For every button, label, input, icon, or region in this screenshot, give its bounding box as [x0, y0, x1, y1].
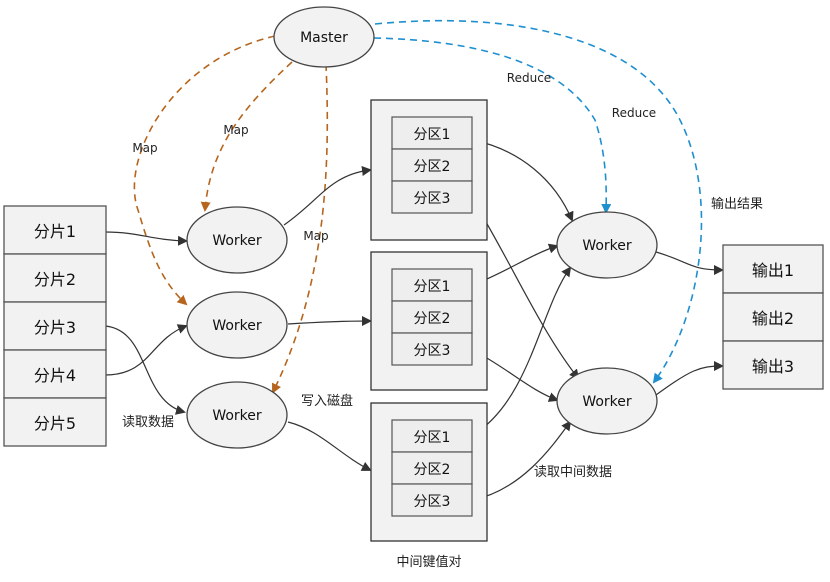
g3p1-to-reduce1 — [472, 266, 572, 436]
reduce-worker-1: Worker — [582, 238, 632, 254]
output-2: 输出2 — [752, 309, 794, 328]
map-worker-1: Worker — [212, 233, 262, 249]
label-reduce-1: Reduce — [507, 71, 551, 85]
g1-partition-1: 分区1 — [414, 127, 451, 143]
split-1: 分片1 — [34, 222, 76, 241]
worker2-to-partitions2 — [287, 316, 372, 327]
partition-group-3: 分区1 分区2 分区3 — [370, 402, 488, 542]
outputs: 输出1 输出2 输出3 — [722, 244, 824, 390]
label-read-intermediate: 读取中间数据 — [534, 465, 612, 480]
g1-partition-3: 分区3 — [414, 191, 451, 207]
map-arrow-to-worker-3 — [272, 63, 329, 394]
master-node: Master — [273, 6, 375, 68]
g1p1-to-reduce1 — [472, 139, 574, 222]
g1-partition-2: 分区2 — [414, 159, 451, 175]
map-worker-2: Worker — [212, 318, 262, 334]
annotation-labels: Map Map Map Reduce Reduce 读取数据 写入磁盘 中间键值… — [122, 71, 763, 570]
label-map-mid: Map — [223, 123, 248, 137]
split3-to-worker3 — [104, 325, 186, 415]
g3p3-to-reduce2 — [472, 420, 572, 501]
label-output-result: 输出结果 — [711, 196, 763, 212]
split-5: 分片5 — [34, 414, 76, 433]
reduce1-to-output1 — [655, 251, 724, 275]
split-3: 分片3 — [34, 318, 76, 337]
split1-to-worker1 — [104, 231, 188, 246]
split-2: 分片2 — [34, 270, 76, 289]
partition-group-2: 分区1 分区2 分区3 — [370, 251, 488, 391]
map-arrow-to-worker-1 — [200, 61, 293, 212]
output-1: 输出1 — [752, 261, 794, 280]
g2-partition-1: 分区1 — [414, 279, 451, 295]
reduce2-to-output3 — [655, 361, 724, 396]
label-map-left: Map — [132, 141, 157, 155]
label-read-data: 读取数据 — [122, 415, 174, 430]
output-3: 输出3 — [752, 357, 794, 376]
g1p3-to-reduce2 — [472, 199, 580, 380]
split-4: 分片4 — [34, 366, 76, 385]
label-intermediate-kv: 中间键值对 — [396, 554, 461, 570]
map-arrows — [133, 35, 329, 394]
worker3-to-partitions3 — [287, 421, 372, 471]
worker1-to-partitions1 — [283, 166, 372, 226]
map-arrow-to-worker-2 — [133, 35, 276, 306]
reduce-worker-2: Worker — [582, 394, 632, 410]
map-workers: Worker Worker Worker — [186, 206, 288, 449]
g2-partition-3: 分区3 — [414, 343, 451, 359]
label-reduce-2: Reduce — [612, 106, 656, 120]
reduce-workers: Worker Worker — [556, 211, 658, 435]
label-map-right: Map — [303, 229, 328, 243]
g3-partition-1: 分区1 — [414, 430, 451, 446]
g3-partition-3: 分区3 — [414, 494, 451, 510]
reduce-arrows — [373, 19, 703, 384]
reduce-arrow-to-worker-2 — [374, 19, 703, 384]
map-worker-3: Worker — [212, 408, 262, 424]
partition-group-1: 分区1 分区2 分区3 — [370, 99, 488, 241]
g3-partition-2: 分区2 — [414, 462, 451, 478]
split4-to-worker2 — [104, 324, 188, 376]
label-write-disk: 写入磁盘 — [301, 393, 353, 409]
master-label: Master — [300, 30, 348, 46]
input-splits: 分片1 分片2 分片3 分片4 分片5 — [3, 205, 107, 447]
g2-partition-2: 分区2 — [414, 311, 451, 327]
